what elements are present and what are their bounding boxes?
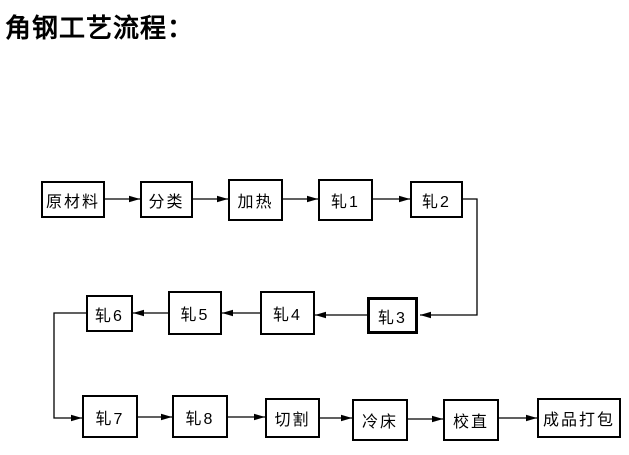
flow-node-roll4: 轧4 <box>260 291 315 335</box>
arrowhead-icon <box>161 413 172 421</box>
flow-node-coolbed: 冷床 <box>352 399 408 441</box>
flow-node-roll8: 轧8 <box>172 395 228 438</box>
flow-node-roll3: 轧3 <box>367 297 418 334</box>
arrowhead-icon <box>217 195 228 203</box>
arrowhead-icon <box>420 311 431 319</box>
arrowhead-icon <box>526 414 537 422</box>
flow-node-raw: 原材料 <box>41 181 105 218</box>
flow-node-roll2: 轧2 <box>410 181 463 218</box>
flow-edge-roll2-roll3 <box>420 198 478 316</box>
arrowhead-icon <box>222 309 233 317</box>
flow-node-cut: 切割 <box>265 398 320 438</box>
arrowhead-icon <box>315 311 326 319</box>
flow-node-roll1: 轧1 <box>318 179 373 221</box>
arrowhead-icon <box>129 195 140 203</box>
arrowhead-icon <box>432 415 443 423</box>
flow-node-roll6: 轧6 <box>86 295 133 332</box>
arrowhead-icon <box>254 413 265 421</box>
flow-node-heat: 加热 <box>228 179 283 221</box>
flow-edge-roll6-roll7 <box>53 312 86 419</box>
flow-node-classify: 分类 <box>140 181 193 218</box>
arrowhead-icon <box>307 195 318 203</box>
flow-node-straighten: 校直 <box>443 399 499 441</box>
arrowhead-icon <box>133 309 144 317</box>
flow-node-roll7: 轧7 <box>82 395 138 438</box>
arrowhead-icon <box>341 414 352 422</box>
arrowhead-icon <box>71 414 82 422</box>
arrowhead-icon <box>399 195 410 203</box>
page-title: 角钢工艺流程： <box>5 13 195 43</box>
flow-node-pack: 成品打包 <box>537 398 621 438</box>
flow-node-roll5: 轧5 <box>168 291 222 335</box>
